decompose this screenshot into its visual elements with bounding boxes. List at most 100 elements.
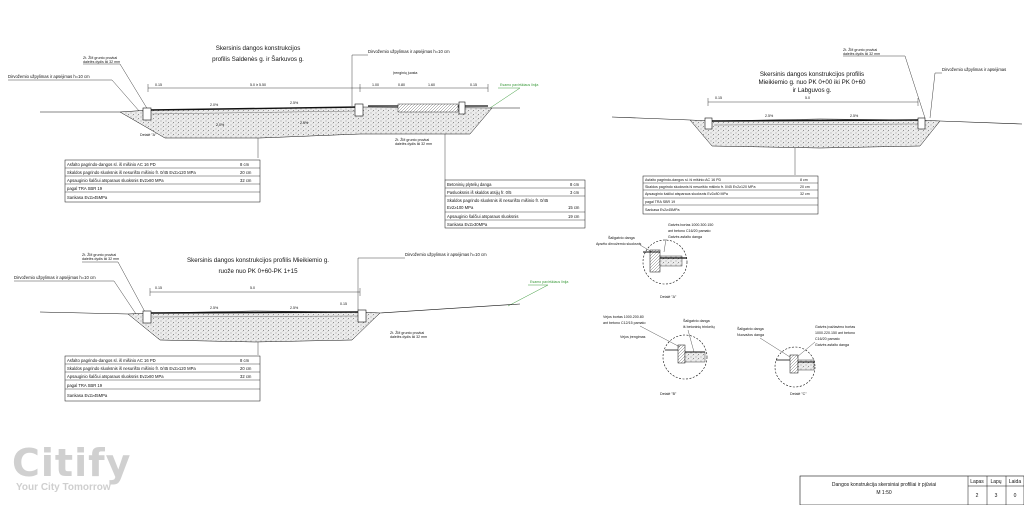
detail-a-label-5: Gatvės asfalto danga (668, 235, 702, 239)
detail-c-caption: Detalė "C" (790, 392, 807, 396)
p3-layer-1: Asfalto pagrindo-dangos sl. iš mišinio A… (67, 358, 156, 363)
p3-gravel-note-top: Zt. ŽM grunto pruvkai (82, 252, 116, 257)
layer-left-3-value: 32 cm (240, 178, 252, 183)
p2-layer-1-value: 8 cm (800, 178, 808, 182)
p2-gravel-note-2: dalelės dydis iki 32 mm (843, 52, 880, 56)
title-block-header-sheets: Lapų (990, 479, 1001, 485)
profile-1-title-line-2: profilis Saldenės g. ir Šarkuvos g. (212, 56, 304, 63)
profile-2-title-line-3: ir Labguvos g. (793, 87, 832, 94)
layer-right-4: Ev2≥100 MPa (447, 205, 474, 210)
p3-layer-3-value: 32 cm (240, 374, 252, 379)
title-block-title: Dangos konstrukcija skersiniai profiliai… (832, 482, 936, 488)
p3-layer-2-value: 20 cm (240, 366, 252, 371)
profile-2: Skersinis dangos konstrukcijos profilis … (611, 47, 1023, 215)
detail-c-label-2: Nuovažos danga (737, 333, 764, 337)
layer-left-5: Sankasa Ev2≥45MPa (67, 195, 108, 200)
profile-3: Skersinis dangos konstrukcijos profilis … (14, 252, 568, 402)
layer-right-5-value: 19 cm (568, 214, 580, 219)
title-block: Dangos konstrukcija skersiniai profiliai… (799, 475, 1024, 505)
p3-gravel-note-top-2: dalelės dydis iki 32 mm (82, 257, 119, 261)
layer-left-2-value: 20 cm (240, 170, 252, 175)
slope-2: 2.5% (290, 101, 299, 105)
profile-3-title-line-2: ruože nuo PK 0+60-PK 1+15 (218, 268, 298, 275)
citify-logo: Citify Your City Tomorrow (12, 441, 131, 493)
p3-slope-2: 2.5% (290, 306, 299, 310)
detail-b-label-3: Vejos įrengimas (620, 335, 646, 339)
detail-a-caption: Detalė "A" (660, 295, 677, 299)
p3-dim-1: 0.15 (155, 286, 162, 290)
detail-c-label-3: Gatvės įvažiavimo bortas (815, 325, 855, 329)
layer-table-right: Betoninių plytelių danga 8 cm Pasluoksni… (444, 179, 586, 229)
detail-b-label-1: Vejos bortas 1000.200.80 (603, 315, 644, 319)
detail-a-label-1: Šaligatvio danga (608, 235, 635, 240)
logo-tagline: Your City Tomorrow (16, 482, 111, 493)
detail-b-label-5: iš betoninių trinkelių (683, 325, 715, 329)
layer-table-left: Asfalto pagrindo-dangos sl. iš mišinio A… (64, 159, 261, 203)
p3-gravel-note-bot-2: dalelės dydis iki 32 mm (390, 335, 427, 339)
detail-c-label-6: Gatvės asfalto danga (815, 343, 849, 347)
p2-fill-note: Dirvožemio užpylimas ir apsėjimas (942, 67, 1006, 72)
gravel-note-bot-2: dalelės dydis iki 32 mm (395, 142, 432, 146)
gravel-note-bot: Zt. ŽM grunto pruvkai (395, 137, 429, 142)
layer-right-2: Pasluoksnis iš skaldos atsijų fr. 0/5 (447, 190, 512, 195)
title-block-sheets: 3 (995, 493, 998, 499)
p2-gravel-note: Zt. ŽM grunto pruvkai (843, 47, 877, 52)
p2-layer-5: Sankasa Ev2≥45MPa (645, 208, 680, 212)
p2-slope-1: 2.5% (765, 114, 774, 118)
p3-layer-3: Apsauginio šalčiui atsparaus sluoksnis E… (67, 374, 164, 379)
layer-left-4: pagal TRA SBR 19 (67, 186, 103, 191)
fill-note-left: Dirvožemio užpylimas ir apsėjimas h=10 c… (8, 74, 90, 79)
layer-right-4-value: 15 cm (568, 205, 580, 210)
layer-table-p3: Asfalto pagrindo-dangos sl. iš mišinio A… (64, 355, 261, 402)
title-block-header-sheet: Lapas (970, 479, 984, 485)
p3-layer-2: Skaldos pagrindo sluoksnis iš nesurišto … (67, 366, 196, 371)
p2-layer-4: pagal TRA SBR 19 (645, 200, 675, 204)
fill-note-top: Dirvožemio užpylimas ir apsėjimas h=10 c… (368, 49, 450, 54)
detail-c-label-1: Šaligatvio danga (737, 326, 764, 331)
p3-dim-3: 0.15 (340, 302, 347, 306)
logo-word: Citify (12, 441, 131, 485)
detail-a: Šaligatvio danga Apsėto dirvožemio sluok… (596, 223, 713, 299)
p2-layer-3-value: 32 cm (800, 192, 810, 196)
gravel-note-top: Zt. ŽM grunto pruvkai (83, 55, 117, 60)
p3-layer-5: Sankasa Ev2≥45MPa (67, 393, 108, 398)
p3-gravel-note-bot: Zt. ŽM grunto pruvkai (390, 330, 424, 335)
slope-3: 2.0% (216, 123, 225, 127)
profile-1: Skersinis dangos konstrukcijos profilis … (8, 45, 586, 229)
detail-b-caption: Detalė "B" (660, 392, 677, 396)
slope-4: 2.5% (300, 121, 309, 125)
p2-layer-3: Apsauginio šalčiui atsparaus sluoksnis E… (645, 192, 728, 196)
gravel-note-top-2: dalelės dydis iki 32 mm (83, 60, 120, 64)
detail-b-label-2: ant betono C12/15 pamato (603, 321, 646, 325)
layer-left-3: Apsauginio šalčiui atsparaus sluoksnis E… (67, 178, 164, 183)
dim-3: 1.00 (372, 83, 379, 87)
title-block-scale: M 1:50 (876, 490, 892, 496)
p3-layer-4: pagal TRA SBR 19 (67, 383, 103, 388)
p3-dim-2: 5.0 (250, 286, 255, 290)
p2-layer-2: Skaldos pagrindo sluoksnis iš nesurišto … (645, 185, 755, 189)
layer-left-2: Skaldos pagrindo sluoksnis iš nesurišto … (67, 170, 196, 175)
layer-right-6: Sankasa Ev2≥30MPa (447, 222, 488, 227)
p3-fill-note-left: Dirvožemio užpylimas ir apsėjimas h=10 c… (14, 275, 96, 280)
dim-4: 0.80 (398, 83, 405, 87)
bench-note: Įrenginių juosta (393, 71, 417, 75)
p3-border-plan-note: Esamo pavirškiaus linija (530, 280, 568, 284)
dim-6: 0.15 (470, 83, 477, 87)
dim-5: 1.60 (428, 83, 435, 87)
p3-layer-1-value: 8 cm (240, 358, 250, 363)
detail-c: Šaligatvio danga Nuovažos danga Gatvės į… (737, 325, 855, 396)
layer-left-1: Asfalto pagrindo-dangos sl. iš mišinio A… (67, 162, 156, 167)
title-block-rev: 0 (1014, 493, 1017, 499)
p2-layer-1: Asfalto pagrindo-dangos sl. iš mišinio A… (645, 178, 722, 182)
layer-left-1-value: 8 cm (240, 162, 250, 167)
profile-2-title-line-1: Skersinis dangos konstrukcijos profilis (760, 71, 864, 78)
p3-fill-note-top: Dirvožemio užpylimas ir apsėjimas h=10 c… (405, 252, 487, 257)
profile-3-title-line-1: Skersinis dangos konstrukcijos profilis … (187, 257, 329, 264)
p2-slope-2: 2.5% (850, 114, 859, 118)
dim-2: 5.0 ir 5.50 (250, 83, 266, 87)
detail-a-label-4: ant betono C16/20 pamato (668, 229, 711, 233)
profile-1-title-line-1: Skersinis dangos konstrukcijos (216, 45, 301, 52)
layer-right-2-value: 3 cm (570, 190, 580, 195)
layer-right-1: Betoninių plytelių danga (447, 182, 492, 187)
